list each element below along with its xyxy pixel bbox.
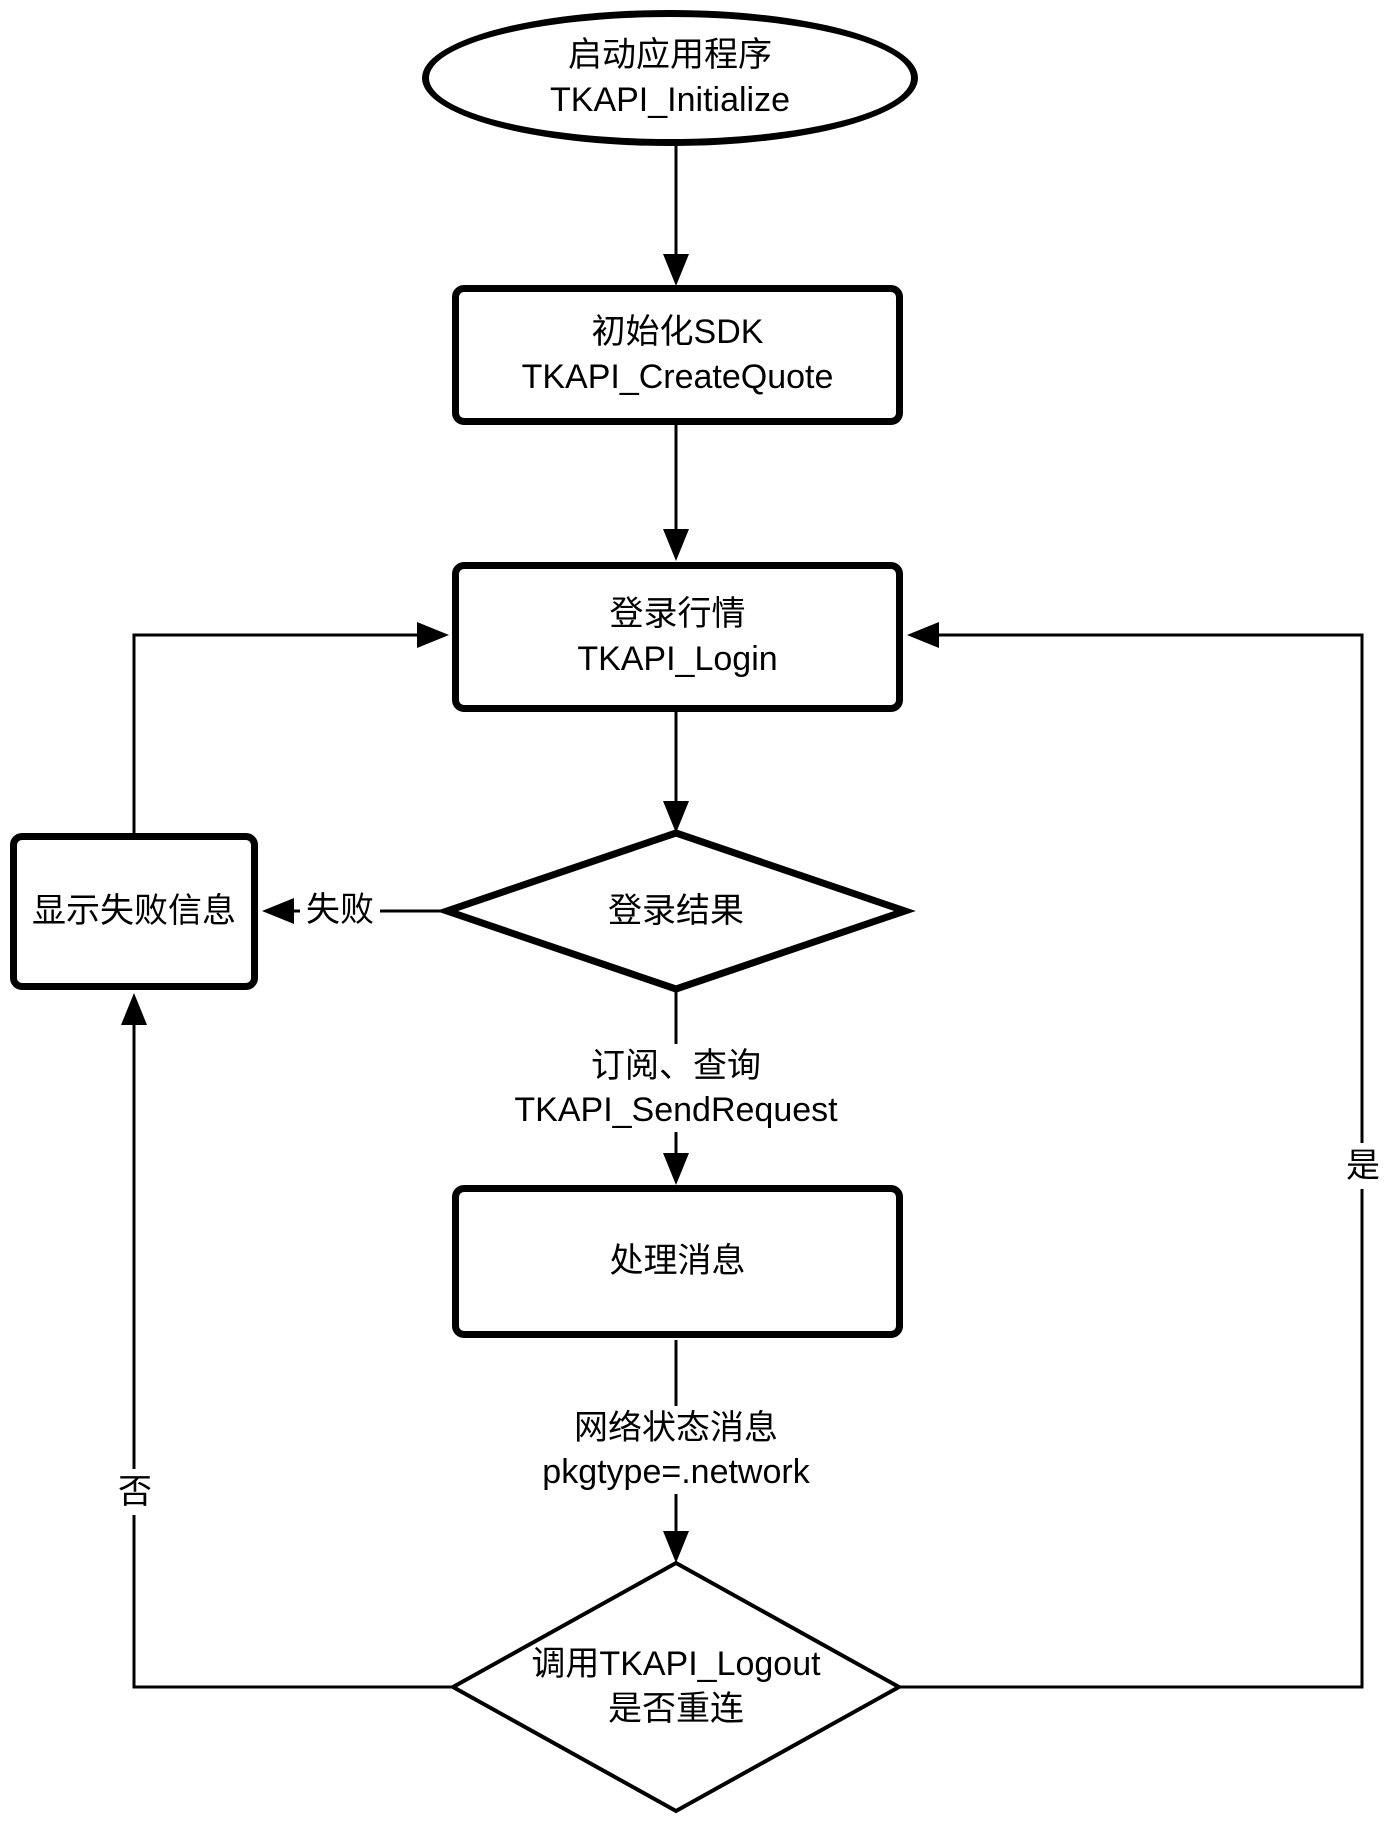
node-show-failure: 显示失败信息 [10, 833, 258, 990]
node-start-line2: TKAPI_Initialize [550, 81, 790, 119]
decision-reconnect-line2: 是否重连 [608, 1690, 744, 1728]
arrowhead-to-login [663, 529, 689, 561]
edge-label-no-text: 否 [118, 1473, 152, 1511]
node-process-message: 处理消息 [452, 1185, 903, 1338]
edge-label-subscribe: 订阅、查询 TKAPI_SendRequest [496, 1044, 856, 1132]
edge-label-yes: 是 [1340, 1143, 1386, 1189]
edge-label-yes-text: 是 [1346, 1147, 1380, 1185]
decision-reconnect-shape [448, 1560, 904, 1814]
connector-yes-loop [899, 633, 1364, 1689]
arrowhead-to-process-msg [663, 1153, 689, 1185]
node-start-terminator: 启动应用程序 TKAPI_Initialize [422, 10, 918, 146]
decision-login-result-label: 登录结果 [526, 889, 826, 933]
edge-label-fail-text: 失败 [306, 891, 374, 929]
node-login: 登录行情 TKAPI_Login [452, 562, 903, 712]
decision-login-result-text: 登录结果 [608, 892, 744, 930]
connector-no-loop [132, 1024, 453, 1689]
edge-label-network-line2: pkgtype=.network [542, 1453, 810, 1491]
arrowhead-retry-into-login [417, 622, 449, 648]
arrowhead-no-into-failure-box [121, 993, 147, 1025]
decision-reconnect-label: 调用TKAPI_Logout 是否重连 [496, 1642, 856, 1732]
edge-label-network-line1: 网络状态消息 [574, 1409, 778, 1447]
arrowhead-yes-into-login [907, 622, 939, 648]
arrowhead-to-init [663, 254, 689, 286]
node-process-message-label: 处理消息 [609, 1242, 746, 1280]
node-start-line1: 启动应用程序 [568, 36, 772, 74]
node-init-sdk-line2: TKAPI_CreateQuote [521, 358, 834, 396]
node-init-sdk: 初始化SDK TKAPI_CreateQuote [452, 285, 903, 425]
decision-reconnect-line1: 调用TKAPI_Logout [531, 1645, 821, 1683]
connector-retry-loop [132, 633, 418, 833]
edge-label-fail: 失败 [300, 887, 380, 933]
node-show-failure-label: 显示失败信息 [32, 892, 236, 930]
arrowhead-to-result [663, 801, 689, 833]
node-init-sdk-line1: 初始化SDK [591, 313, 764, 351]
decision-login-result-shape [436, 829, 916, 993]
node-login-line2: TKAPI_Login [577, 640, 778, 678]
arrowhead-fail-into-failure-box [262, 898, 294, 924]
edge-label-no: 否 [112, 1469, 158, 1515]
edge-label-subscribe-line2: TKAPI_SendRequest [514, 1091, 838, 1129]
node-login-line1: 登录行情 [609, 595, 746, 633]
arrowhead-to-reconnect [663, 1531, 689, 1563]
edge-label-subscribe-line1: 订阅、查询 [591, 1047, 761, 1085]
edge-label-network-status: 网络状态消息 pkgtype=.network [516, 1406, 836, 1494]
